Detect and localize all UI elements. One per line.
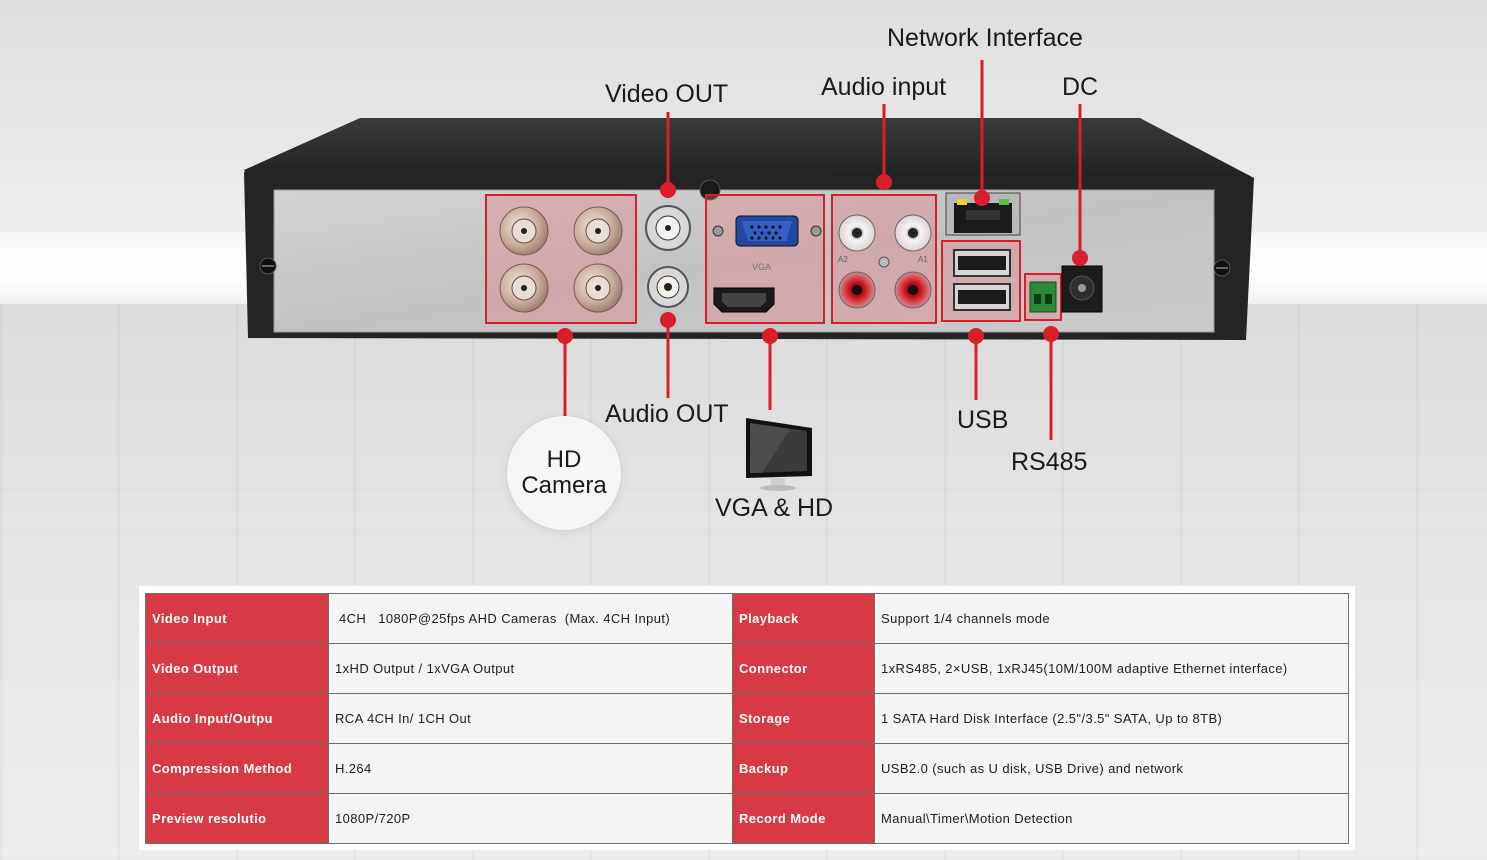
- label-audio-input: Audio input: [821, 73, 947, 101]
- table-row: Preview resolutio 1080P/720P Record Mode…: [145, 793, 1349, 844]
- spec-key: Compression Method: [145, 743, 329, 794]
- callout-lines: [563, 60, 1082, 440]
- spec-key: Preview resolutio: [145, 793, 329, 844]
- spec-value: Support 1/4 channels mode: [874, 593, 1349, 644]
- usb-ports: [953, 249, 1011, 311]
- vga-port: [712, 215, 822, 247]
- spec-value: 1080P/720P: [328, 793, 733, 844]
- audio-marking-a1: A1: [918, 255, 928, 264]
- spec-key: Video Input: [145, 593, 329, 644]
- chassis-top: [244, 118, 1254, 190]
- audio-out-rca: [647, 266, 689, 308]
- spec-key: Audio Input/Outpu: [145, 693, 329, 744]
- hd-camera-bubble: HD Camera: [507, 416, 621, 530]
- audio-input-rca-jacks: [838, 214, 932, 309]
- spec-value: 4CH 1080P@25fps AHD Cameras (Max. 4CH In…: [328, 593, 733, 644]
- label-dc: DC: [1062, 73, 1099, 101]
- spec-value: Manual\Timer\Motion Detection: [874, 793, 1349, 844]
- audio-marking-a2: A2: [838, 255, 848, 264]
- spec-key: Playback: [732, 593, 875, 644]
- spec-value: H.264: [328, 743, 733, 794]
- spec-key: Record Mode: [732, 793, 875, 844]
- label-audio-out: Audio OUT: [605, 400, 729, 428]
- spec-value: USB2.0 (such as U disk, USB Drive) and n…: [874, 743, 1349, 794]
- spec-key: Backup: [732, 743, 875, 794]
- spec-key: Video Output: [145, 643, 329, 694]
- table-row: Video Output 1xHD Output / 1xVGA Output …: [145, 643, 1349, 694]
- spec-table-container: Video Input 4CH 1080P@25fps AHD Cameras …: [139, 586, 1355, 850]
- table-row: Video Input 4CH 1080P@25fps AHD Cameras …: [145, 593, 1349, 644]
- label-hd-camera-line1: HD: [546, 446, 582, 473]
- label-rs485: RS485: [1011, 448, 1088, 476]
- hdmi-port: [713, 287, 775, 313]
- rs485-terminal: [1029, 281, 1057, 313]
- dc-power-jack: [1061, 265, 1103, 313]
- vga-marking: VGA: [752, 262, 771, 272]
- spec-value: RCA 4CH In/ 1CH Out: [328, 693, 733, 744]
- label-usb: USB: [957, 406, 1009, 434]
- table-row: Compression Method H.264 Backup USB2.0 (…: [145, 743, 1349, 794]
- monitor-icon: [746, 418, 812, 491]
- spec-key: Storage: [732, 693, 875, 744]
- video-out-bnc: [645, 205, 691, 251]
- label-vga-hd: VGA & HD: [715, 494, 834, 522]
- spec-value: 1xRS485, 2×USB, 1xRJ45(10M/100M adaptive…: [874, 643, 1349, 694]
- label-network-interface: Network Interface: [887, 24, 1083, 52]
- spec-value: 1xHD Output / 1xVGA Output: [328, 643, 733, 694]
- label-video-out: Video OUT: [605, 80, 729, 108]
- callout-dots: [557, 174, 1088, 344]
- table-row: Audio Input/Outpu RCA 4CH In/ 1CH Out St…: [145, 693, 1349, 744]
- spec-key: Connector: [732, 643, 875, 694]
- label-hd-camera-line2: Camera: [521, 472, 607, 499]
- spec-table: Video Input 4CH 1080P@25fps AHD Cameras …: [145, 593, 1349, 844]
- spec-value: 1 SATA Hard Disk Interface (2.5"/3.5" SA…: [874, 693, 1349, 744]
- bnc-connectors: [499, 206, 623, 313]
